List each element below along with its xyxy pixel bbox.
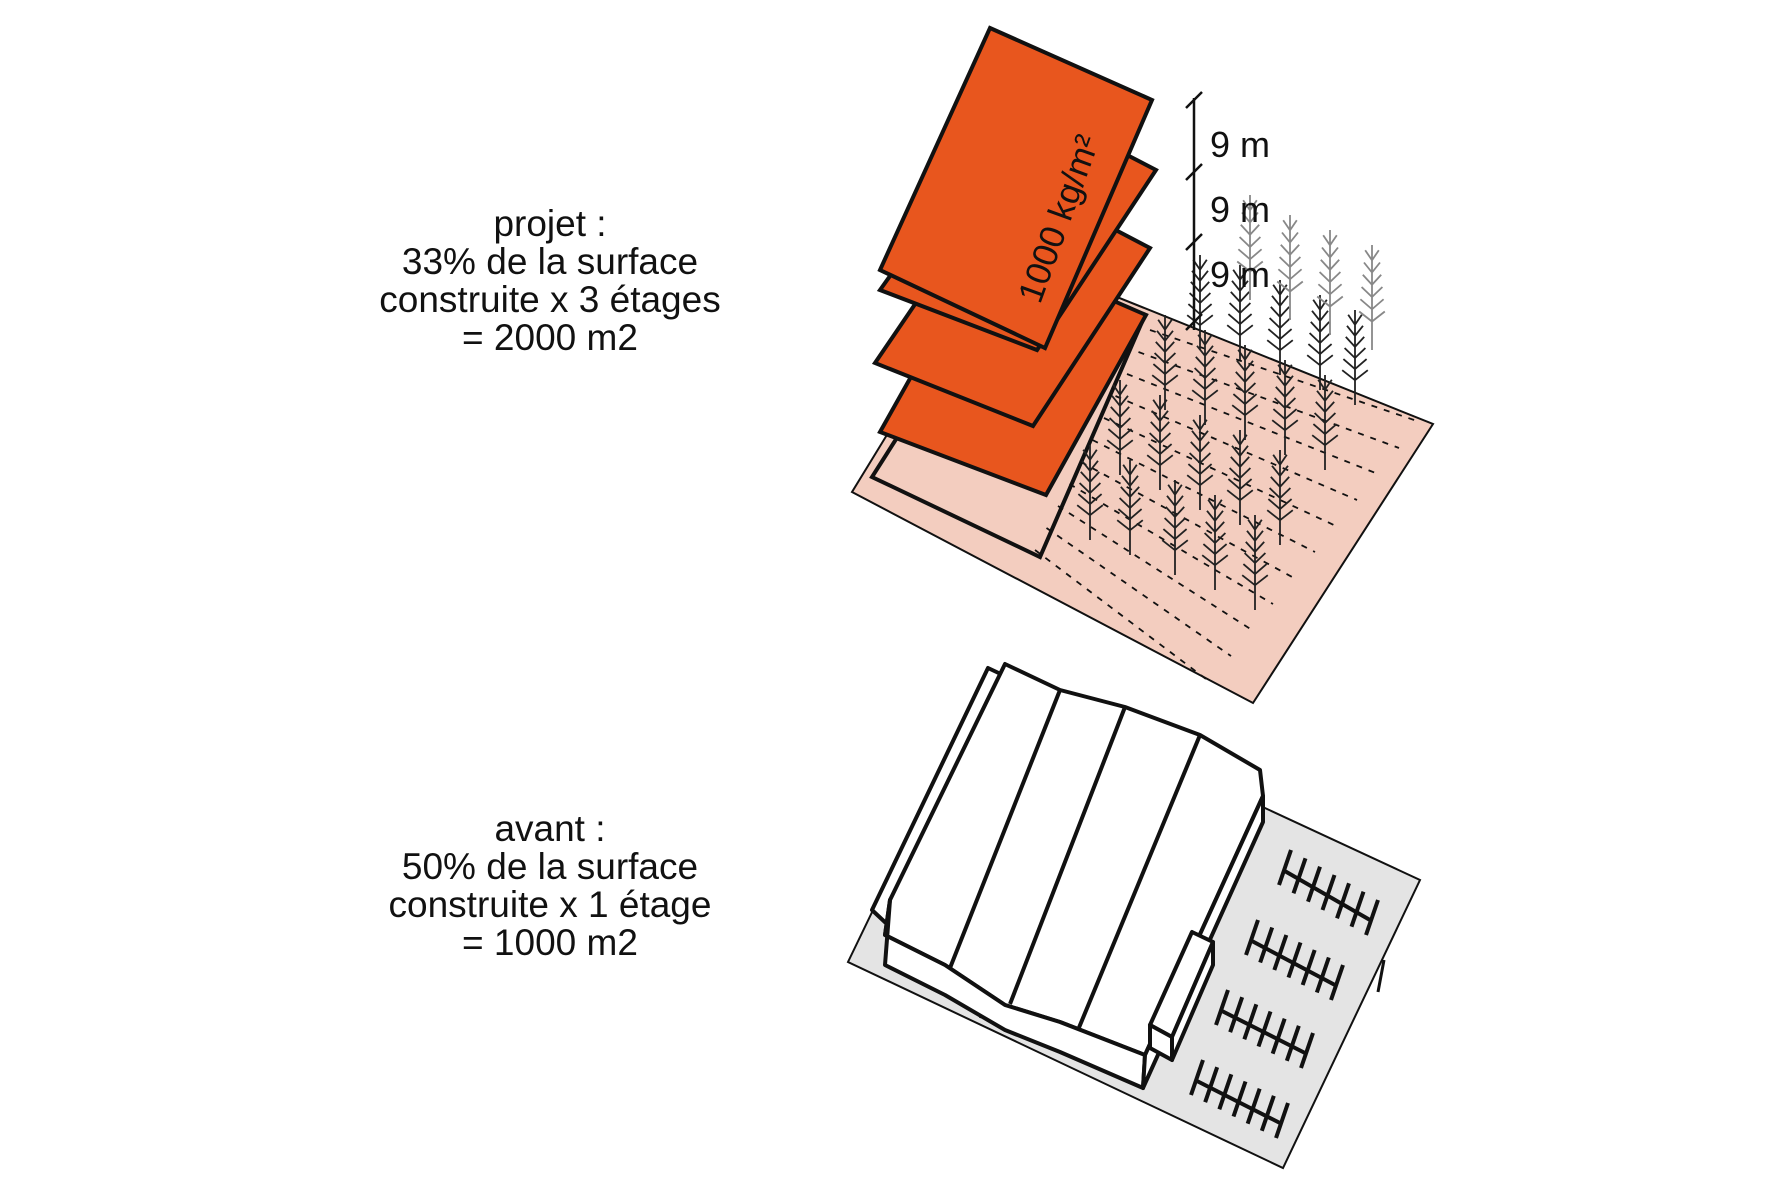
- avant-building: [870, 662, 1265, 1090]
- avant-axonometric: [846, 662, 1422, 1170]
- tree: [1116, 460, 1144, 555]
- parking-stall: [1231, 1080, 1248, 1118]
- tree: [1231, 345, 1259, 440]
- crop-row: [1115, 395, 1358, 501]
- tree: [1316, 230, 1344, 335]
- crop-row: [1069, 483, 1274, 605]
- parking-stall: [1259, 1095, 1276, 1132]
- crop-row: [1045, 527, 1232, 657]
- parking-stall: [1320, 874, 1337, 911]
- tree: [1271, 360, 1299, 455]
- parking-stall: [1228, 996, 1245, 1033]
- parking-stall: [1300, 949, 1317, 986]
- floor-height-label-1: 9 m: [1210, 124, 1270, 165]
- tree: [1226, 265, 1254, 360]
- crop-row: [1034, 549, 1211, 683]
- tree: [1146, 395, 1174, 490]
- tree: [1236, 195, 1264, 300]
- parking-stall: [1349, 891, 1366, 928]
- parking-stall: [1306, 866, 1322, 903]
- avant-caption: avant : 50% de la surface construite x 1…: [300, 810, 800, 962]
- tree: [1266, 450, 1294, 545]
- floor-height-label-2: 9 m: [1210, 189, 1270, 230]
- projet-slab-top: [877, 25, 1155, 351]
- projet-trees: [1076, 195, 1386, 610]
- parking-stall: [1314, 956, 1331, 994]
- avant-caption-line-1: avant :: [494, 808, 606, 849]
- floor-height-label-3: 9 m: [1210, 254, 1270, 295]
- tree: [1306, 295, 1334, 390]
- parking-stall: [1272, 934, 1289, 971]
- parking-stall: [1277, 849, 1293, 886]
- parking-stall: [1284, 1025, 1301, 1062]
- parking-stall: [1364, 899, 1380, 936]
- crop-row: [1080, 461, 1295, 579]
- tree: [1186, 415, 1214, 510]
- crop-row: [1103, 417, 1337, 527]
- parking-stall: [1203, 1066, 1220, 1103]
- tree: [1266, 280, 1294, 375]
- tree: [1226, 430, 1254, 525]
- parking-stall: [1299, 1032, 1315, 1069]
- avant-caption-line-4: = 1000 m2: [462, 922, 638, 963]
- parking-stall: [1217, 1073, 1234, 1110]
- crop-row: [1149, 329, 1421, 423]
- avant-plot-edge-mark: [1376, 959, 1386, 993]
- tree: [1191, 330, 1219, 425]
- building-annex-side: [1170, 940, 1215, 1062]
- tree: [1241, 515, 1269, 610]
- projet-caption: projet : 33% de la surface construite x …: [300, 205, 800, 357]
- crop-row: [1092, 439, 1316, 553]
- tree: [1341, 310, 1369, 405]
- projet-caption-line-2: 33% de la surface: [401, 241, 699, 282]
- projet-crop-rows: [1034, 329, 1421, 683]
- parking-stall: [1242, 1003, 1259, 1040]
- projet-caption-line-1: projet :: [493, 203, 607, 244]
- tree: [1076, 445, 1104, 540]
- parking-stall: [1335, 882, 1351, 919]
- parking-stall: [1258, 926, 1275, 964]
- parking-stall: [1189, 1059, 1205, 1096]
- tree: [1276, 215, 1304, 320]
- avant-parking: [1189, 849, 1380, 1139]
- avant-caption-line-2: 50% de la surface: [401, 846, 699, 887]
- parking-stall: [1214, 989, 1230, 1026]
- projet-caption-line-3: construite x 3 étages: [379, 279, 721, 320]
- tree: [1358, 245, 1386, 350]
- projet-height-dimension: [1185, 91, 1203, 331]
- crop-row: [1126, 373, 1379, 475]
- parking-stall: [1274, 1102, 1290, 1139]
- parking-stall: [1329, 964, 1345, 1001]
- projet-caption-line-4: = 2000 m2: [462, 317, 638, 358]
- tree: [1201, 495, 1229, 590]
- parking-stall: [1270, 1018, 1287, 1055]
- tree: [1311, 375, 1339, 470]
- tree: [1151, 315, 1179, 410]
- parking-stall: [1245, 1088, 1262, 1125]
- building-roof-ridges: [948, 689, 1202, 1031]
- avant-caption-line-3: construite x 1 étage: [388, 884, 712, 925]
- parking-stall: [1291, 857, 1308, 894]
- tree: [1161, 480, 1189, 575]
- parking-stall: [1256, 1010, 1273, 1048]
- parking-stall: [1244, 919, 1260, 956]
- projet-axonometric: 1000 kg/m² 9 m 9 m 9 m: [850, 25, 1435, 705]
- tree: [1106, 380, 1134, 475]
- parking-stall: [1286, 941, 1303, 979]
